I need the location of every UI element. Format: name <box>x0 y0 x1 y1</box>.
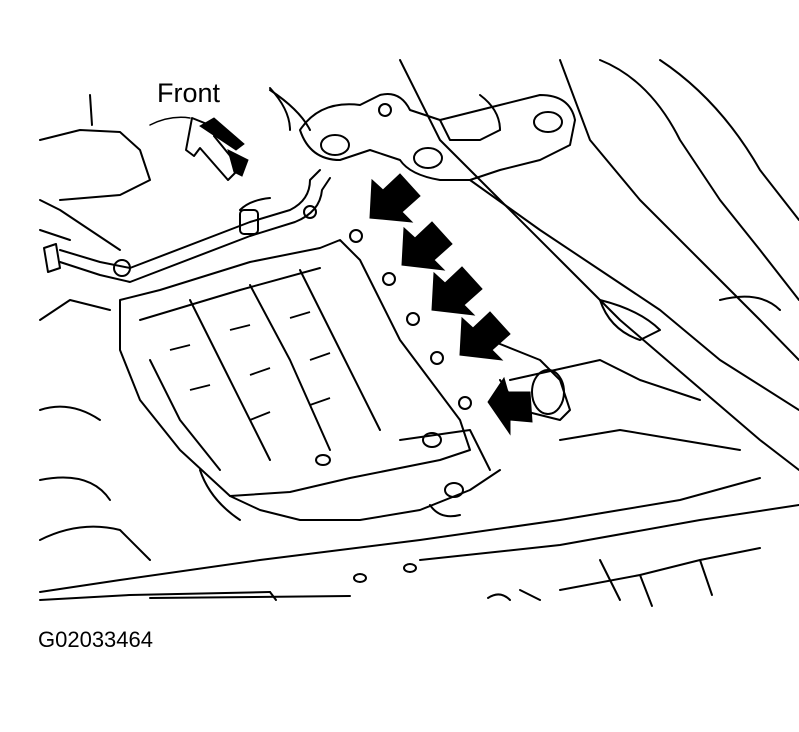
bolt-4 <box>430 351 444 365</box>
side-rails <box>399 59 799 471</box>
pointer-arrow-5 <box>487 376 533 436</box>
oil-line <box>43 169 331 283</box>
chassis-frame <box>39 199 799 607</box>
oil-pan <box>119 239 501 521</box>
bolt-6 <box>303 205 317 219</box>
pointer-arrow-1 <box>369 173 421 223</box>
pointer-arrow-3 <box>431 266 483 316</box>
pointer-arrow-2 <box>401 221 453 271</box>
front-arrow-icon <box>149 116 249 181</box>
bolt-2 <box>382 272 396 286</box>
lower-details <box>353 559 621 601</box>
bolt-5 <box>458 396 472 410</box>
figure-code: G02033464 <box>38 627 153 652</box>
bolt-3 <box>406 312 420 326</box>
bolt-1 <box>349 229 363 243</box>
pointer-arrows <box>369 173 533 436</box>
oil-pan-bolts <box>303 205 472 410</box>
front-label: Front <box>157 78 221 108</box>
pointer-arrow-4 <box>459 311 511 361</box>
upper-mount <box>39 87 291 211</box>
